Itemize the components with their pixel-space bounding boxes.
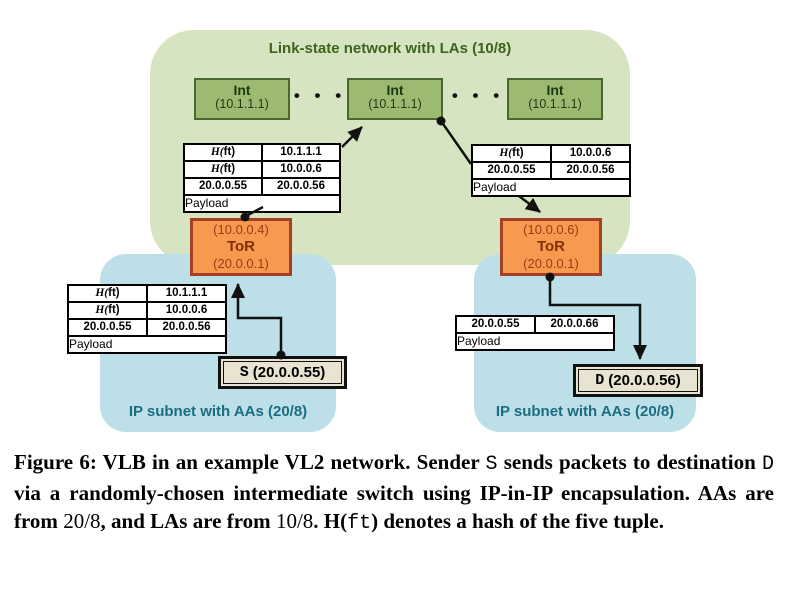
packet-field-aa-dst: 20.0.0.56 bbox=[261, 179, 339, 194]
packet-field-aa-dst: 20.0.0.56 bbox=[550, 163, 629, 178]
packet-table-bottom-right: 20.0.0.55 20.0.0.66 Payload bbox=[455, 315, 615, 351]
tor-name: ToR bbox=[536, 237, 566, 255]
caption-mono-ft: ft bbox=[347, 512, 372, 535]
figure-caption: Figure 6: VLB in an example VL2 network.… bbox=[14, 448, 774, 538]
packet-field-hash-src: H(ft) bbox=[210, 146, 236, 158]
sender-letter: S bbox=[239, 364, 249, 381]
int-switch-3: Int (10.1.1.1) bbox=[507, 78, 603, 120]
packet-field-la-tor: 10.0.0.6 bbox=[550, 146, 629, 161]
caption-text: . H( bbox=[313, 509, 348, 533]
tor-name: ToR bbox=[226, 237, 256, 255]
destination-letter: D bbox=[595, 372, 605, 389]
packet-field-la-int: 10.1.1.1 bbox=[146, 286, 225, 301]
tor-switch-right: (10.0.0.6) ToR (20.0.0.1) bbox=[500, 218, 602, 276]
link-state-network-label: Link-state network with LAs (10/8) bbox=[268, 40, 512, 57]
packet-field-aa-src: 20.0.0.55 bbox=[199, 180, 247, 192]
int-switch-name: Int bbox=[386, 82, 404, 98]
sender-address: (20.0.0.55) bbox=[252, 364, 326, 381]
int-switch-address: (10.1.1.1) bbox=[215, 97, 269, 112]
int-switch-2: Int (10.1.1.1) bbox=[347, 78, 443, 120]
caption-text: Figure 6: VLB in an example VL2 network.… bbox=[14, 450, 486, 474]
packet-field-la-tor: 10.0.0.6 bbox=[261, 162, 339, 177]
ellipsis-dots-left: • • • bbox=[293, 86, 347, 105]
int-switch-name: Int bbox=[233, 82, 251, 98]
tor-aa-address: (20.0.0.1) bbox=[523, 255, 579, 271]
ip-subnet-right-label: IP subnet with AAs (20/8) bbox=[495, 403, 675, 420]
int-switch-1: Int (10.1.1.1) bbox=[194, 78, 290, 120]
packet-field-aa-src: 20.0.0.55 bbox=[471, 318, 520, 330]
caption-text: via a randomly-chosen intermediate switc… bbox=[14, 481, 774, 533]
destination-d-host: D (20.0.0.56) bbox=[573, 364, 703, 397]
tor-la-address: (10.0.0.6) bbox=[523, 222, 579, 237]
int-switch-name: Int bbox=[546, 82, 564, 98]
caption-math-20-8: 20/8 bbox=[63, 509, 101, 533]
destination-address: (20.0.0.56) bbox=[608, 372, 681, 389]
caption-mono-s: S bbox=[485, 453, 498, 476]
packet-field-la-int: 10.1.1.1 bbox=[261, 145, 339, 160]
packet-table-top-left: H(ft) 10.1.1.1 H(ft) 10.0.0.6 20.0.0.55 … bbox=[183, 143, 341, 213]
packet-field-aa-src: 20.0.0.55 bbox=[83, 321, 132, 333]
caption-text: sends packets to destination bbox=[497, 450, 762, 474]
packet-table-top-right: H(ft) 10.0.0.6 20.0.0.55 20.0.0.56 Paylo… bbox=[471, 144, 631, 197]
tor-switch-left: (10.0.0.4) ToR (20.0.0.1) bbox=[190, 218, 292, 276]
tor-la-address: (10.0.0.4) bbox=[213, 222, 269, 237]
int-switch-address: (10.1.1.1) bbox=[528, 97, 582, 112]
packet-payload: Payload bbox=[457, 332, 613, 349]
caption-mono-d: D bbox=[761, 453, 774, 476]
caption-text: , and LAs are from bbox=[100, 509, 276, 533]
packet-field-hash-src: H(ft) bbox=[95, 287, 120, 299]
packet-table-bottom-left: H(ft) 10.1.1.1 H(ft) 10.0.0.6 20.0.0.55 … bbox=[67, 284, 227, 354]
sender-s-host: S (20.0.0.55) bbox=[218, 356, 347, 389]
packet-payload: Payload bbox=[185, 194, 339, 211]
packet-field-hash-src: H(ft) bbox=[210, 163, 236, 175]
int-switch-address: (10.1.1.1) bbox=[368, 97, 422, 112]
packet-field-aa-dst: 20.0.0.66 bbox=[534, 317, 613, 332]
caption-math-10-8: 10/8 bbox=[275, 509, 314, 533]
packet-field-hash-src: H(ft) bbox=[95, 304, 120, 316]
packet-field-aa-dst: 20.0.0.56 bbox=[146, 320, 225, 335]
packet-payload: Payload bbox=[69, 335, 225, 352]
packet-field-aa-src: 20.0.0.55 bbox=[487, 164, 536, 176]
tor-aa-address: (20.0.0.1) bbox=[213, 255, 269, 271]
ellipsis-dots-right: • • • bbox=[451, 86, 505, 105]
caption-text: ) denotes a hash of the five tuple. bbox=[371, 509, 664, 533]
packet-payload: Payload bbox=[473, 178, 629, 195]
packet-field-la-tor: 10.0.0.6 bbox=[146, 303, 225, 318]
ip-subnet-left-label: IP subnet with AAs (20/8) bbox=[128, 403, 308, 420]
packet-field-hash-src: H(ft) bbox=[499, 147, 524, 159]
